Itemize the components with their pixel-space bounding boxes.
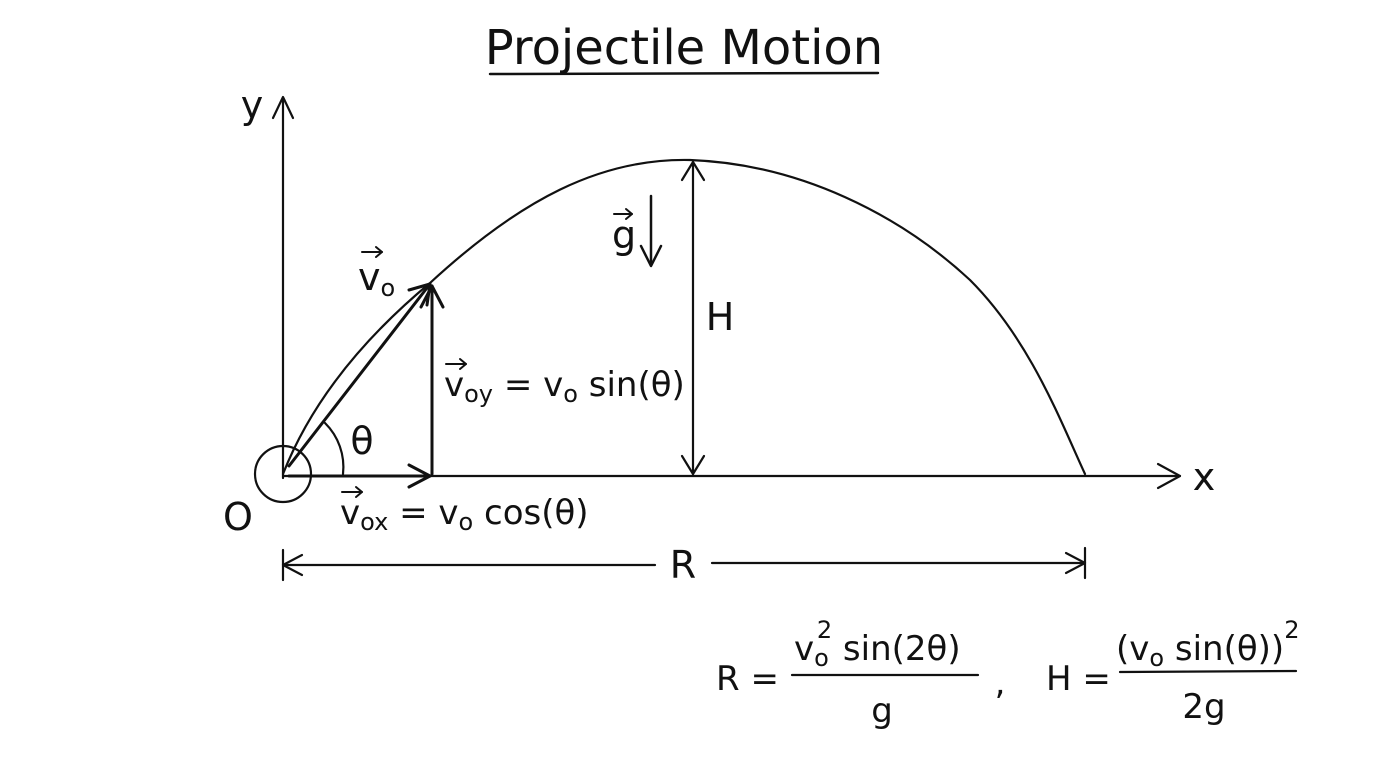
diagram-title: Projectile Motion xyxy=(485,20,883,76)
formula-separator: , xyxy=(995,663,1006,703)
height-label: H xyxy=(706,295,735,339)
height-formula-denominator: 2g xyxy=(1182,687,1225,727)
trajectory-curve xyxy=(281,158,1087,476)
v0-vector xyxy=(287,282,432,468)
angle-label: θ xyxy=(350,419,373,463)
svg-text:vo: vo xyxy=(358,255,395,302)
x-axis xyxy=(281,462,1182,490)
y-axis xyxy=(271,95,295,480)
voy-vector-arrow-icon xyxy=(445,358,467,370)
range-dimension xyxy=(281,546,1087,582)
v0-label: vo xyxy=(358,246,395,302)
x-axis-label: x xyxy=(1193,455,1216,499)
gravity-label: g xyxy=(612,208,636,257)
height-fraction-bar xyxy=(1118,669,1298,674)
voy-equation: voy = vo sin(θ) xyxy=(444,358,685,408)
origin-circle xyxy=(253,444,313,504)
y-axis-label: y xyxy=(241,83,264,127)
title-underline xyxy=(488,71,880,76)
range-formula-lhs: R = xyxy=(716,659,779,699)
svg-text:g: g xyxy=(612,213,636,257)
vox-vector-arrow-icon xyxy=(341,486,363,498)
range-formula-denominator: g xyxy=(871,691,893,731)
range-label: R xyxy=(670,543,696,587)
height-dimension xyxy=(680,160,706,476)
height-formula-lhs: H = xyxy=(1046,659,1111,699)
svg-text:vox = vo cos(θ): vox = vo cos(θ) xyxy=(340,493,589,536)
angle-arc xyxy=(323,421,345,476)
origin-label: O xyxy=(223,495,253,539)
vox-vector xyxy=(287,463,432,489)
vox-equation: vox = vo cos(θ) xyxy=(340,486,589,536)
height-formula-numerator: (vo sin(θ))2 xyxy=(1116,616,1299,672)
gravity-vector-arrow-icon xyxy=(613,208,633,220)
svg-text:voy = vo sin(θ): voy = vo sin(θ) xyxy=(444,365,685,408)
v0-vector-arrow-icon xyxy=(361,246,383,258)
range-formula: R = vo2 sin(2θ) g xyxy=(716,616,980,731)
height-formula: H = (vo sin(θ))2 2g xyxy=(1046,616,1299,727)
voy-vector xyxy=(419,284,445,476)
range-formula-numerator: vo2 sin(2θ) xyxy=(794,616,961,672)
gravity-arrow-icon xyxy=(639,194,663,268)
